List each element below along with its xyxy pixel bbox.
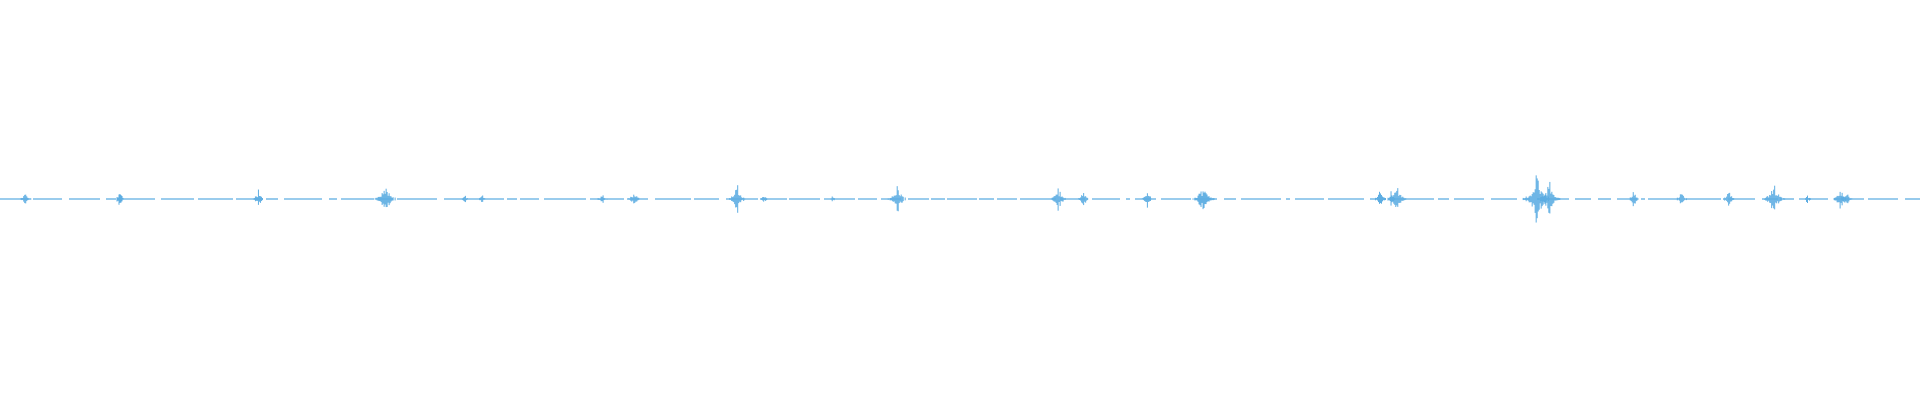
waveform-burst bbox=[1374, 191, 1386, 204]
waveform-burst bbox=[729, 185, 746, 213]
waveform-burst bbox=[1141, 193, 1152, 208]
waveform-burst bbox=[1676, 194, 1687, 204]
waveform-burst bbox=[830, 196, 835, 202]
waveform-burst bbox=[479, 195, 486, 202]
waveform-burst bbox=[1804, 195, 1811, 203]
waveform-events bbox=[20, 175, 1853, 223]
waveform-burst bbox=[252, 189, 263, 205]
waveform-burst bbox=[628, 194, 640, 204]
waveform-burst bbox=[1764, 185, 1786, 210]
waveform-burst bbox=[761, 196, 768, 202]
waveform-burst bbox=[1723, 192, 1735, 206]
waveform-burst bbox=[20, 194, 32, 204]
waveform-burst bbox=[1537, 181, 1561, 214]
waveform-burst bbox=[887, 186, 906, 212]
waveform-burst bbox=[1389, 188, 1407, 207]
waveform-burst bbox=[116, 193, 124, 205]
waveform-burst bbox=[1051, 188, 1066, 211]
waveform-burst bbox=[1629, 192, 1639, 207]
waveform-burst bbox=[374, 188, 396, 208]
waveform-burst bbox=[461, 195, 468, 203]
waveform-burst bbox=[597, 195, 608, 203]
waveform-burst bbox=[1841, 194, 1853, 204]
waveform-burst bbox=[1192, 191, 1215, 210]
waveform-burst bbox=[1078, 193, 1089, 206]
